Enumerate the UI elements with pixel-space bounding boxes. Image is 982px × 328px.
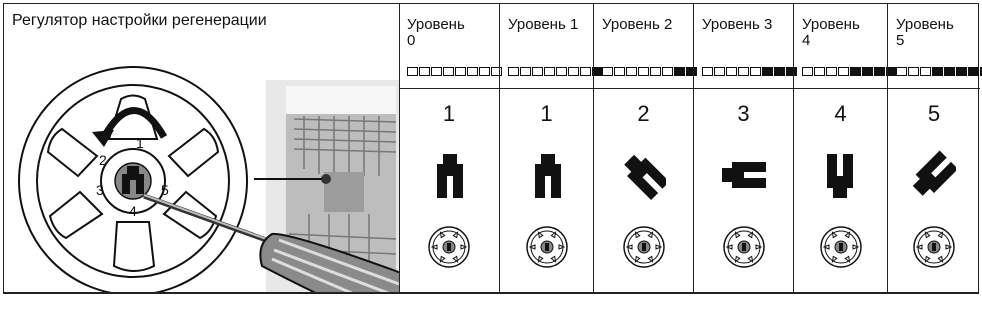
dial-diagram — [18, 66, 399, 292]
level-bar-cell — [874, 67, 885, 76]
level-label: Уровень 1 — [508, 16, 579, 33]
level-bar-cell — [532, 67, 543, 76]
level-bar-cell — [738, 67, 749, 76]
level-bar-cell — [786, 67, 797, 76]
level-bar — [407, 67, 503, 76]
level-column-0: Уровень 0 1 — [399, 4, 502, 292]
regeneration-knob-icon — [534, 154, 561, 198]
level-label: Уровень 0 — [407, 16, 465, 49]
level-bar-cell — [431, 67, 442, 76]
level-bar-cell — [896, 67, 907, 76]
level-bar-cell — [556, 67, 567, 76]
rotate-arrow-icon — [100, 107, 168, 139]
level-bar — [702, 67, 798, 76]
dial-number-4: 4 — [129, 203, 137, 219]
level-bar-cell — [650, 67, 661, 76]
dial-number-5: 5 — [161, 182, 169, 198]
level-column-4: Уровень 4 4 — [793, 4, 897, 292]
level-bar-cell — [850, 67, 861, 76]
level-bar-cell — [638, 67, 649, 76]
level-bar-cell — [920, 67, 931, 76]
regeneration-dial-icon — [722, 226, 765, 268]
bottom-rule — [3, 293, 979, 294]
regeneration-dial-icon — [622, 226, 665, 268]
level-bar-cell — [774, 67, 785, 76]
level-column-3: Уровень 3 3 — [693, 4, 797, 292]
regeneration-dial-large — [18, 66, 248, 292]
level-value: 3 — [737, 101, 750, 126]
regeneration-knob-icon — [437, 154, 463, 198]
level-label: Уровень 4 — [802, 16, 860, 49]
level-value: 1 — [442, 101, 456, 126]
level-bar-cell — [908, 67, 919, 76]
level-bar-cell — [714, 67, 725, 76]
level-bar-cell — [568, 67, 579, 76]
level-bar-cell — [407, 67, 418, 76]
level-bar-cell — [508, 67, 519, 76]
level-bar-cell — [491, 67, 502, 76]
level-bar-cell — [956, 67, 967, 76]
level-bar-cell — [702, 67, 713, 76]
level-bar-cell — [814, 67, 825, 76]
page-title: Регулятор настройки регенерации — [12, 12, 267, 29]
level-bar-cell — [580, 67, 591, 76]
level-bar-cell — [968, 67, 979, 76]
level-bar-cell — [862, 67, 873, 76]
level-bar-cell — [674, 67, 685, 76]
screwdriver-icon — [143, 193, 399, 292]
regeneration-dial-icon — [913, 226, 955, 268]
regeneration-dial-icon — [819, 226, 862, 268]
dial-number-2: 2 — [99, 152, 107, 168]
regeneration-dial-icon — [428, 226, 470, 268]
level-column-5: Уровень 5 5 — [887, 4, 982, 292]
dial-illustration: Регулятор настройки регенерации — [4, 4, 400, 292]
level-bar-cell — [419, 67, 430, 76]
regeneration-panel: Регулятор настройки регенерации — [3, 3, 982, 293]
level-bar-cell — [802, 67, 813, 76]
level-value: 1 — [540, 101, 553, 126]
levels-table: Уровень 0 1 Уровень 1 1 Уровень 2 2 Уров… — [399, 4, 982, 292]
level-bar-cell — [443, 67, 454, 76]
level-value: 2 — [637, 101, 650, 126]
level-bar — [802, 67, 898, 76]
level-bar-cell — [980, 67, 982, 76]
regeneration-knob-icon — [721, 162, 766, 188]
level-label: Уровень 5 — [896, 16, 954, 49]
level-bar-cell — [520, 67, 531, 76]
level-bar-cell — [479, 67, 490, 76]
level-bar-cell — [686, 67, 697, 76]
level-bar-cell — [662, 67, 673, 76]
level-bar-cell — [614, 67, 625, 76]
level-bar-cell — [932, 67, 943, 76]
level-bar-cell — [750, 67, 761, 76]
level-bar-cell — [455, 67, 466, 76]
level-bar-cell — [726, 67, 737, 76]
level-bar-cell — [762, 67, 773, 76]
regeneration-knob-icon — [623, 154, 666, 201]
level-bar-cell — [602, 67, 613, 76]
regeneration-dial-icon — [525, 226, 568, 268]
level-value: 5 — [927, 101, 941, 126]
level-bar-cell — [944, 67, 955, 76]
dial-number-3: 3 — [96, 182, 104, 198]
level-value: 4 — [834, 101, 847, 126]
level-bar — [602, 67, 698, 76]
level-bar-cell — [838, 67, 849, 76]
level-bar — [896, 67, 982, 76]
level-bar-cell — [544, 67, 555, 76]
level-label: Уровень 2 — [602, 16, 673, 33]
level-bar-cell — [626, 67, 637, 76]
level-bar — [508, 67, 604, 76]
level-bar-cell — [467, 67, 478, 76]
regeneration-knob-icon — [826, 154, 853, 198]
level-column-1: Уровень 1 1 — [499, 4, 603, 292]
dial-number-1: 1 — [136, 135, 144, 151]
level-bar-cell — [826, 67, 837, 76]
level-column-2: Уровень 2 2 — [593, 4, 697, 292]
regeneration-knob-icon — [912, 150, 956, 196]
level-label: Уровень 3 — [702, 16, 773, 33]
